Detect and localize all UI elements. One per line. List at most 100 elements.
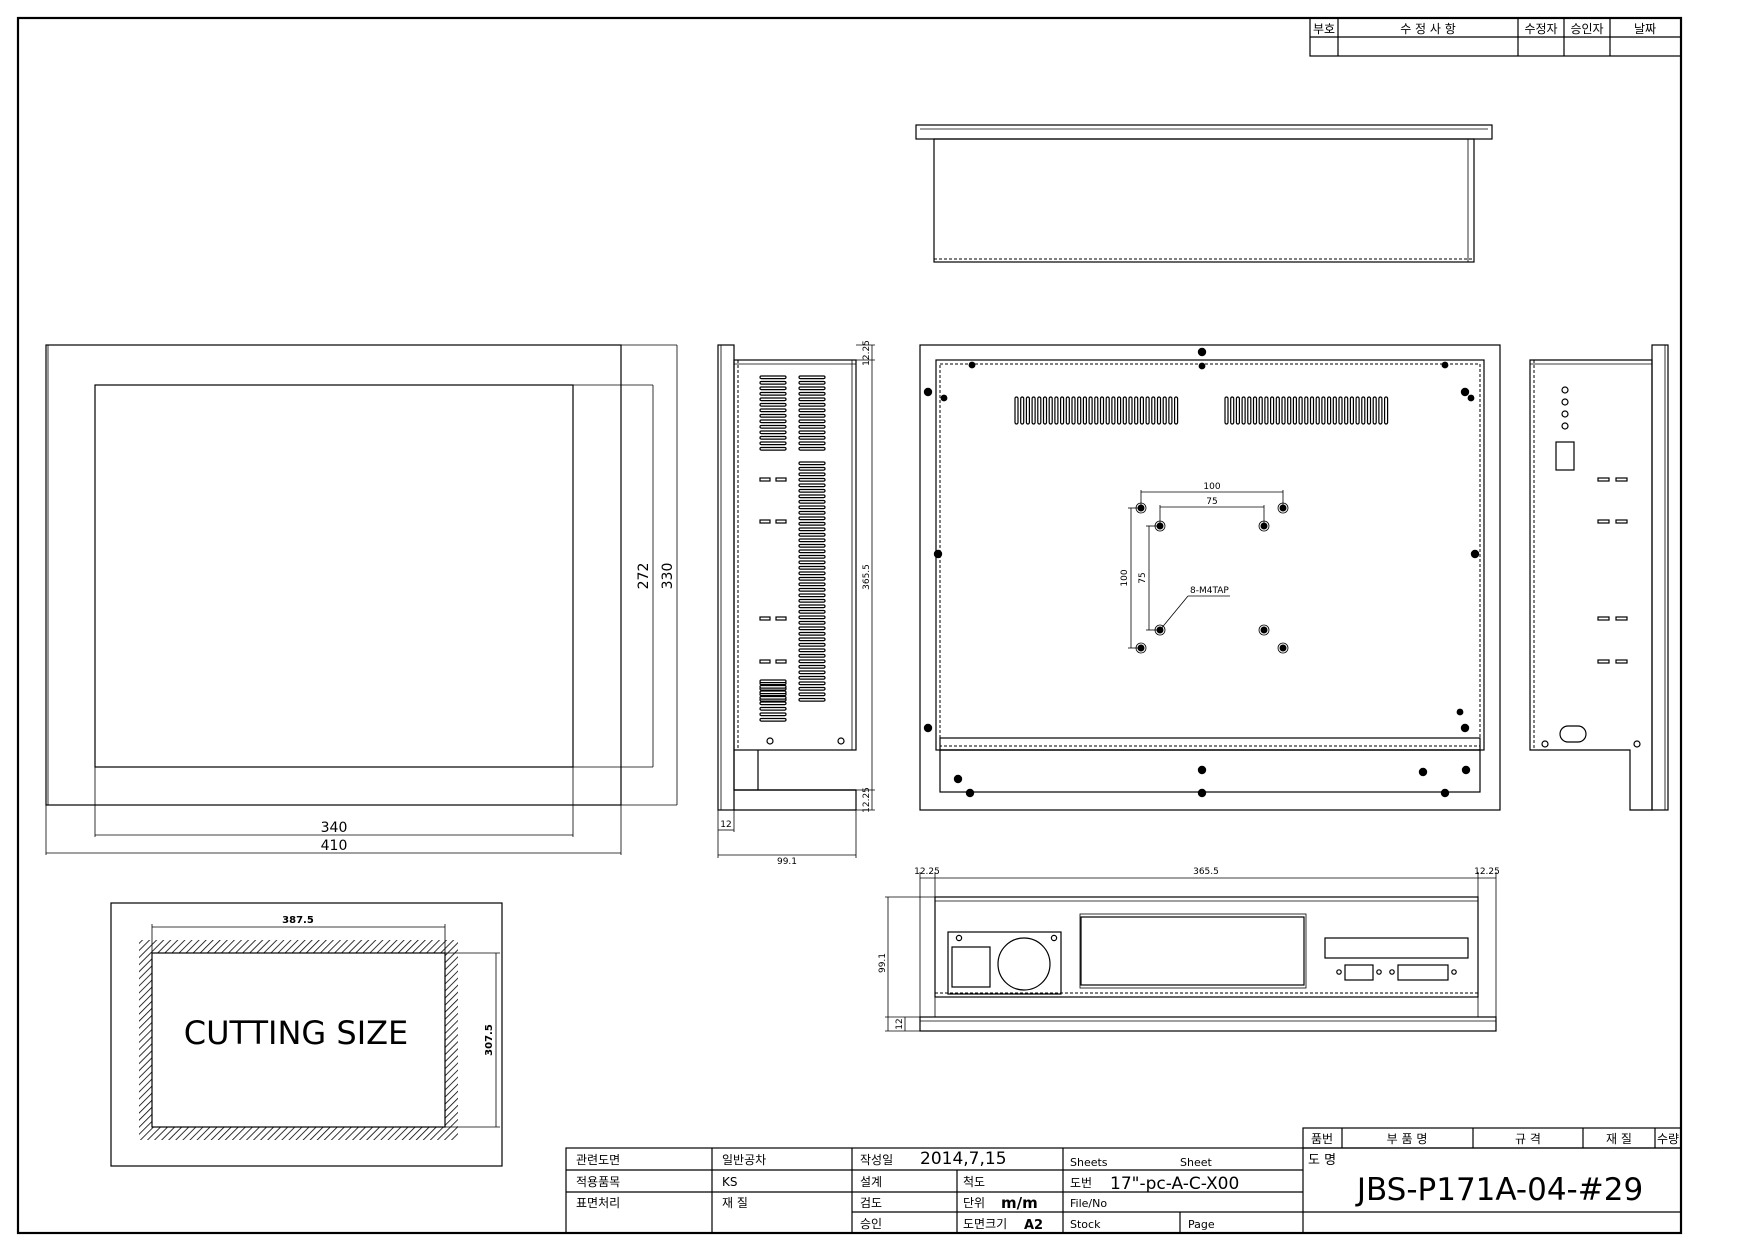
cutting-opening [151,952,446,1128]
vent-slot [798,402,826,407]
rear-vent [1332,396,1337,425]
vent-slot [759,386,787,391]
mount-hole [1441,361,1449,369]
rear-vent [1014,396,1019,425]
rear-vent [1065,396,1070,425]
parts-header-spec: 규 격 [1515,1132,1541,1146]
led-indicator [1561,422,1569,430]
tb-surface: 표면처리 [576,1196,620,1210]
vent-slot [798,461,826,466]
mount-hole [1440,788,1450,798]
rear-vent [1309,396,1315,425]
rear-vent [1292,396,1298,425]
rear-vent [1252,396,1258,425]
dim-410: 410 [321,838,348,854]
vent-slot [759,424,787,429]
vent-slot [759,616,771,621]
vent-slot [798,510,826,515]
title-block: 관련도면 적용품목 표면처리 일반공차 KS 재 질 작성일 2014,7,15… [565,1147,1682,1234]
rear-vent [1048,396,1053,425]
rear-vent [1298,396,1303,425]
side-slot [1597,616,1610,621]
vent-slot [759,435,787,440]
rear-vent [1235,396,1241,425]
vent-slot [798,571,826,576]
cutting-size-label: CUTTING SIZE [184,1014,409,1052]
parts-header-qty: 수량 [1657,1132,1679,1146]
vent-slot [759,397,787,402]
side-slot [1597,519,1610,524]
vent-slot [798,516,826,521]
cutting-size-view: CUTTING SIZE 387.5 307.5 [110,902,503,1167]
vent-slot [798,631,826,636]
vent-slot [798,560,826,565]
rev-header-date: 날짜 [1634,22,1656,36]
io-bracket [1324,937,1469,959]
rear-vent [1145,396,1150,425]
vent-slot [798,380,826,385]
rear-vent [1116,396,1122,425]
tb-name-label: 도 명 [1308,1153,1336,1168]
rear-vent [1349,396,1355,425]
vent-slot [759,413,787,418]
rear-vent [1151,396,1156,425]
vent-slot [775,616,787,621]
bottom-dim-12-25-right: 12.25 [1474,867,1500,877]
rear-vent [1326,396,1332,425]
vent-slot [759,717,787,722]
vent-slot [798,413,826,418]
vent-slot [798,499,826,504]
vent-slot [798,675,826,680]
dim-365-5: 365.5 [862,564,872,590]
tb-stock: Stock [1070,1218,1101,1231]
tb-scale: 척도 [963,1175,985,1189]
rear-vent [1315,396,1320,425]
vent-slot [798,391,826,396]
vent-slot [775,519,787,524]
tb-name-value: JBS-P171A-04-#29 [1355,1172,1643,1208]
vent-slot [798,435,826,440]
tb-check: 검도 [860,1196,882,1210]
rear-vent [1355,396,1360,425]
rear-vent [1383,396,1389,425]
dim-12: 12 [720,820,731,830]
vent-slot [759,477,771,482]
vent-slot [759,701,787,706]
tb-applied-item: 적용품목 [576,1175,620,1189]
vent-slot [798,408,826,413]
front-view: 272 330 340 410 [45,344,678,855]
vent-slot [798,505,826,510]
tb-sheets: Sheets [1070,1156,1108,1169]
rear-vent [1173,396,1179,425]
parts-header-material: 재 질 [1606,1132,1632,1146]
vent-slot [798,441,826,446]
vent-slot [798,424,826,429]
rear-vent [1372,396,1377,425]
rear-vent [1139,396,1145,425]
rear-vent [1099,396,1105,425]
rear-view: 100 75 100 75 8-M4TAP [919,344,1501,811]
rear-vent [1082,396,1088,425]
vent-slot [798,615,826,620]
rear-vent [1111,396,1116,425]
dim-12-25-bottom: 12.25 [862,787,872,813]
tb-drawing-no-value: 17"-pc-A-C-X00 [1110,1174,1239,1194]
tb-page: Page [1188,1218,1215,1231]
vent-slot [798,620,826,625]
vent-slot [759,446,787,451]
bottom-dim-99-1: 99.1 [878,953,888,973]
vent-slot [798,488,826,493]
vent-slot [798,554,826,559]
bottom-view: 12.25 365.5 12.25 99.1 12 [878,867,1500,1032]
dim-99-1: 99.1 [777,857,797,867]
rear-vent [1042,396,1048,425]
rear-vent [1020,396,1025,425]
rear-vent-slots [1014,396,1389,425]
rear-vent [1031,396,1036,425]
vesa-hole-ring [1277,642,1289,654]
bottom-dim-12: 12 [895,1018,905,1029]
mount-hole [968,361,976,369]
vent-slot [798,419,826,424]
vent-slot [798,494,826,499]
